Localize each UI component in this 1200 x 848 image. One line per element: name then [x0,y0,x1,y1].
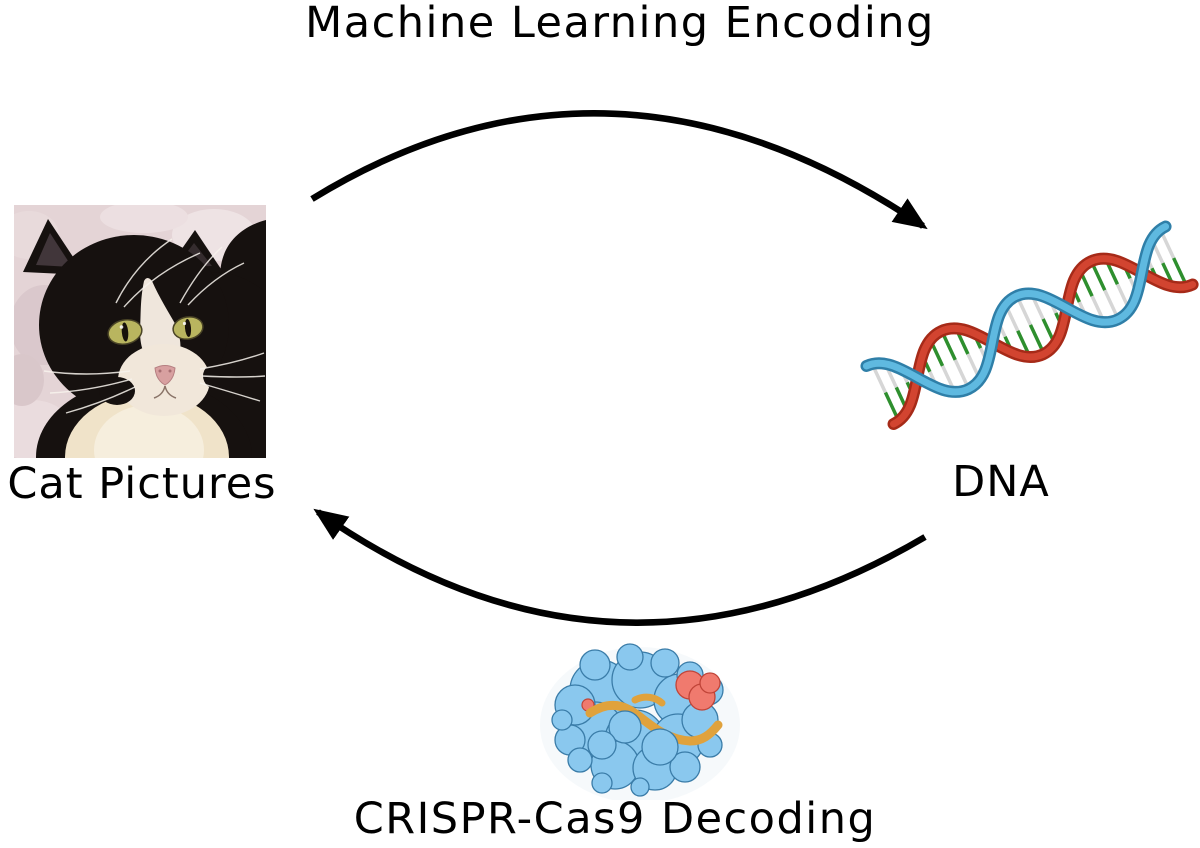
cat-chest-highlight [94,405,204,458]
cat-blaze [140,278,181,357]
decode-arrow [313,508,927,626]
dna-label: DNA [952,457,1050,507]
encode-arrow [310,110,928,230]
cat-right-eye [172,316,204,340]
cat-photo [14,205,266,458]
crispr-cas9-illustration [540,643,740,800]
dna-red-strand [887,252,1199,431]
decoding-title: CRISPR-Cas9 Decoding [353,794,877,844]
encoding-title: Machine Learning Encoding [305,0,935,48]
cat-cheek-patch-right [203,362,235,390]
dna-blue-strand [860,220,1172,398]
protein-red-domain [675,670,721,711]
protein-blue-overlap [587,710,679,766]
cat-pictures-label: Cat Pictures [7,459,277,509]
cat-left-eye [107,318,143,346]
dna-illustration [860,220,1199,431]
cat-whiskers [43,238,266,414]
cat-nose [154,365,176,386]
cat-cheek-patch-left [99,377,135,405]
cat-mouth [153,385,177,399]
